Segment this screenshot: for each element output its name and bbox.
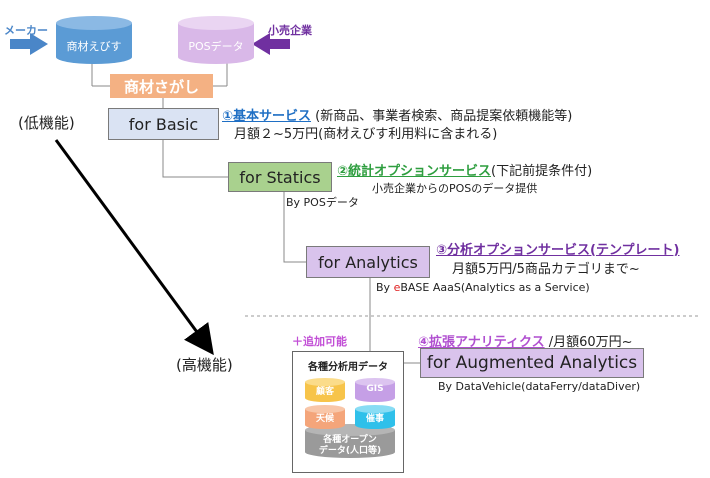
- customer-label: 顧客: [315, 387, 334, 397]
- connector-statics-to-analytics: [283, 192, 306, 263]
- analytics-service-line: ③分析オプションサービス(テンプレート): [436, 239, 680, 258]
- shohin-db-label: 商材えびす: [66, 40, 122, 53]
- retailer-arrow: [252, 33, 290, 55]
- tier-augmented-box: for Augmented Analytics: [420, 348, 644, 378]
- customer-cylinder: [305, 378, 345, 402]
- statics-service-detail: (下記前提条件付): [491, 164, 593, 179]
- addon-label: ＋追加可能: [292, 335, 347, 348]
- analytics-by: By eBASE AaaS(Analytics as a Service): [376, 281, 590, 294]
- gis-cylinder: [355, 378, 395, 402]
- connector-basic-to-statics: [162, 140, 228, 178]
- gis-label: GIS: [366, 384, 384, 394]
- basic-price: 月額２~5万円(商材えびす利用料に含まれる): [234, 127, 498, 142]
- event-label: 催事: [365, 414, 384, 424]
- basic-service-detail: (新商品、事業者検索、商品提案依頼機能等): [311, 109, 573, 124]
- maker-arrow: [10, 33, 48, 55]
- statics-service-title: ②統計オプションサービス: [337, 164, 492, 179]
- pos-db-label: POSデータ: [188, 40, 244, 53]
- addon-panel: [292, 351, 404, 473]
- maker-label: メーカー: [4, 24, 48, 37]
- high-function-label: (高機能): [176, 356, 233, 374]
- retailer-label: 小売企業: [268, 24, 312, 37]
- basic-service-title: ①基本サービス: [222, 109, 312, 124]
- search-box: 商材さがし: [110, 74, 213, 98]
- open-data-label-line1: 各種オープン: [323, 435, 377, 445]
- statics-by: By POSデータ: [286, 196, 359, 209]
- statics-price: 小売企業からのPOSのデータ提供: [372, 182, 538, 195]
- weather-label: 天候: [315, 414, 334, 424]
- tier-statics-box: for Statics: [228, 162, 332, 192]
- pos-db-cylinder: [178, 16, 254, 64]
- analytics-service-title: ③分析オプションサービス(テンプレート): [436, 243, 680, 258]
- low-to-high-arrow: [54, 139, 214, 356]
- augmented-service-line: ④拡張アナリティクス /月額60万円~: [418, 331, 633, 350]
- augmented-service-title: ④拡張アナリティクス: [418, 335, 545, 350]
- shohin-db-cylinder: [56, 16, 132, 64]
- event-cylinder: [355, 405, 395, 429]
- statics-service-line: ②統計オプションサービス(下記前提条件付): [337, 160, 592, 179]
- addon-panel-title: 各種分析用データ: [308, 362, 388, 373]
- analytics-by-e: e: [393, 281, 401, 294]
- low-function-label: (低機能): [18, 114, 75, 132]
- augmented-by: By DataVehicle(dataFerry/dataDiver): [438, 380, 641, 393]
- open-data-label-line2: データ(人口等): [318, 446, 382, 456]
- tier-analytics-box: for Analytics: [306, 246, 430, 278]
- analytics-by-prefix: By: [376, 281, 394, 294]
- tier-basic-box: for Basic: [108, 108, 219, 140]
- augmented-service-detail: /月額60万円~: [544, 335, 633, 350]
- weather-cylinder: [305, 405, 345, 429]
- basic-service-line: ①基本サービス (新商品、事業者検索、商品提案依頼機能等): [222, 105, 572, 124]
- analytics-price: 月額5万円/5商品カテゴリまで~: [452, 262, 640, 277]
- analytics-by-rest: BASE AaaS(Analytics as a Service): [400, 281, 590, 294]
